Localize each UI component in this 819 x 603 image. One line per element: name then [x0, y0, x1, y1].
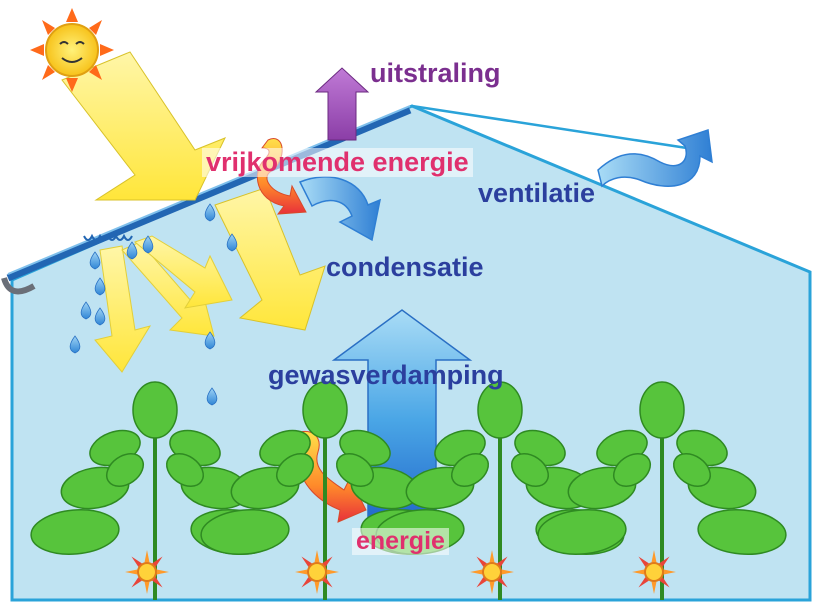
roof-vent-window: [411, 104, 701, 152]
flower-icon: [470, 550, 514, 594]
water-drop-icon: [69, 335, 81, 354]
condensatie-arrow: [298, 176, 382, 242]
sun-icon: [30, 8, 114, 92]
uitstraling-arrow: [314, 67, 370, 141]
sun-ray-arrow: [61, 51, 227, 201]
water-drop-icon: [226, 233, 238, 252]
condensation-film: [83, 233, 133, 241]
label-uitstraling: uitstraling: [370, 58, 501, 88]
label-gewasverdamping: gewasverdamping: [268, 360, 504, 390]
water-drop-icon: [126, 241, 138, 260]
water-drop-icon: [206, 387, 218, 406]
ventilatie-arrow: [597, 128, 713, 188]
flower-icon: [632, 550, 676, 594]
water-drop-icon: [94, 277, 106, 296]
water-drops: [69, 203, 238, 406]
water-drop-icon: [89, 251, 101, 270]
flower-icon: [125, 550, 169, 594]
label-condensatie: condensatie: [326, 252, 484, 282]
water-drop-icon: [142, 235, 154, 254]
sun-ray-arrow: [214, 187, 326, 331]
water-drop-icon: [204, 331, 216, 350]
label-vrijkomende-energie: vrijkomende energie: [202, 148, 473, 177]
water-drop-icon: [204, 203, 216, 222]
label-ventilatie: ventilatie: [478, 178, 596, 208]
sun-ray-arrow: [94, 235, 233, 373]
water-drop-icon: [94, 307, 106, 326]
flower-icon: [295, 550, 339, 594]
gutter-icon: [1, 277, 36, 295]
plant-icon: [537, 381, 787, 600]
water-drop-icon: [80, 301, 92, 320]
label-energie: energie: [352, 528, 449, 555]
